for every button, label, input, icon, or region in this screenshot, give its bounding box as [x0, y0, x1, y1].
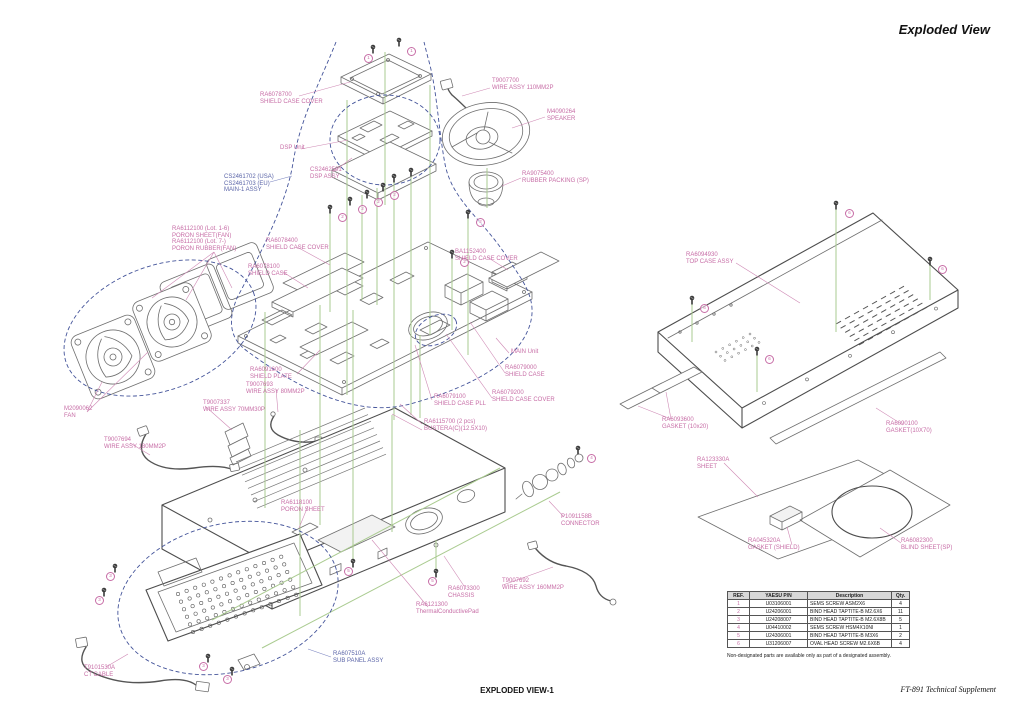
screw-ref-callout: 6 — [765, 355, 774, 364]
table-note: Non-designated parts are available only … — [727, 653, 891, 659]
guide-lines — [211, 52, 931, 649]
screw-ref-callout: 5 — [428, 577, 437, 586]
connector-drawing — [515, 453, 584, 500]
col-ref: REF. — [727, 591, 750, 600]
screw-ref-callout: 2 — [374, 198, 383, 207]
part-label: CS2461702 (USA)CS2461703 (EU)MAIN-1 ASSY — [224, 174, 274, 194]
footer-doc-name: FT-891 Technical Supplement — [900, 685, 996, 694]
screw-ref-callout: 1 — [407, 47, 416, 56]
top-case-drawing — [619, 212, 959, 445]
screw-ref-callout: 6 — [845, 209, 854, 218]
screw-ref-callout: 4 — [587, 454, 596, 463]
screw-ref-callout: 3 — [223, 675, 232, 684]
screw-ref-callout: 6 — [700, 304, 709, 313]
sheets-drawing — [697, 459, 951, 560]
screw-ref-callout: 2 — [476, 218, 485, 227]
screw-ref-callout: 2 — [358, 205, 367, 214]
screw-ref-callout: 6 — [938, 265, 947, 274]
dsp-stack-drawing — [331, 53, 437, 201]
wires-drawing — [75, 411, 617, 693]
part-label: RA6115700 (2 pcs)BUSTERA(C)(12.5X10) — [424, 419, 488, 432]
part-label: RA6112100 (Lot. 1-6)PORON SHEET(FAN)RA61… — [172, 226, 237, 252]
screw-ref-callout: 1 — [364, 54, 373, 63]
table-header-row: REF. YAESU P/N Description Qty. — [727, 591, 910, 600]
footer-sheet-name: EXPLODED VIEW-1 — [480, 686, 554, 695]
sub-panel-drawing — [145, 533, 323, 671]
fans-drawing — [70, 242, 274, 400]
screw-ref-callout: 2 — [390, 191, 399, 200]
col-pn: YAESU P/N — [749, 591, 808, 600]
leader-lines — [86, 81, 904, 668]
part-label: MAIN Unit — [511, 349, 539, 355]
screw-ref-callout: 3 — [199, 662, 208, 671]
col-qty: Qty. — [891, 591, 910, 600]
page-title: Exploded View — [898, 22, 990, 37]
screws — [101, 37, 933, 676]
screw-ref-callout: 2 — [460, 258, 469, 267]
screw-ref-callout: 3 — [106, 572, 115, 581]
part-label: DSP Unit — [280, 145, 305, 151]
screw-ref-callout: 2 — [338, 213, 347, 222]
screw-ref-callout: 5 — [344, 567, 353, 576]
screw-ref-callout: 3 — [95, 596, 104, 605]
speaker-drawing — [439, 78, 531, 207]
col-description: Description — [807, 591, 892, 600]
shield-plates-drawing — [271, 251, 560, 356]
